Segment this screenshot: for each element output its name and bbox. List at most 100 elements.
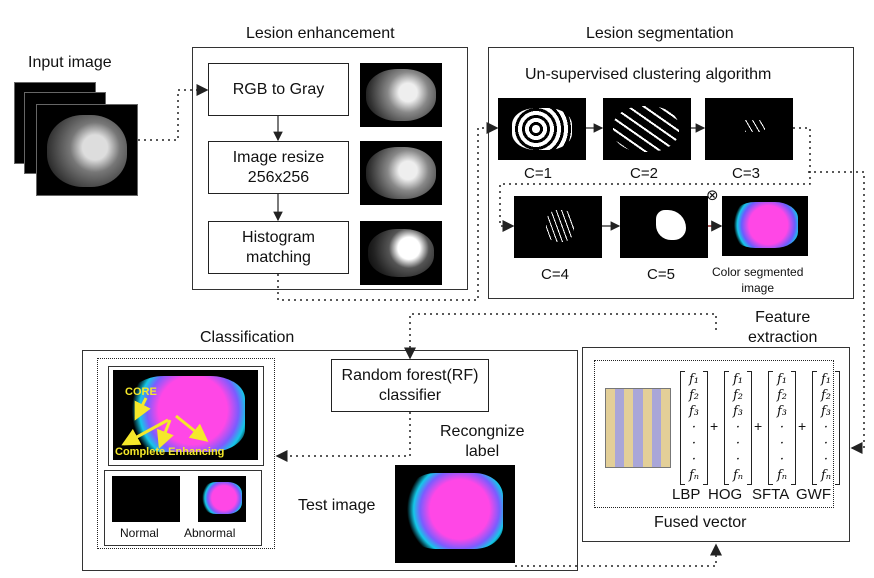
step-histogram-matching: Histogram matching: [208, 221, 349, 274]
vector-entry: ·: [779, 436, 785, 451]
vector-entry: ·: [779, 420, 785, 435]
gray-image: [360, 63, 442, 127]
step-image-resize: Image resize 256x256: [208, 141, 349, 194]
test-image: [395, 465, 515, 563]
bracket-tick: [680, 484, 685, 485]
cluster-image-1: [498, 98, 586, 160]
normal-label: Normal: [120, 526, 159, 540]
core-arrow-left: [134, 397, 151, 421]
cluster-image-2: [603, 98, 691, 160]
bracket-tick: [812, 484, 817, 485]
vector-entry: ·: [735, 452, 741, 467]
feature-title: Feature extraction: [748, 309, 818, 346]
feature-inner-box: [594, 360, 834, 508]
fused-vector-label: Fused vector: [654, 514, 747, 531]
cluster-label-2: C=2: [630, 165, 658, 182]
feature-label-lbp: LBP: [672, 486, 701, 503]
bracket-tick: [768, 371, 773, 372]
bracket-tick: [835, 484, 840, 485]
vector-entry: f₃: [732, 404, 744, 419]
bracket-tick: [703, 371, 708, 372]
arrow-c3-to-c4: [499, 127, 811, 232]
bracket-tick: [768, 484, 773, 485]
arrow-feature-to-classifier: [404, 313, 717, 360]
vector-entry: f₁: [688, 372, 700, 387]
complete-arrow-right: [175, 414, 209, 442]
multiply-operator: ⊗: [706, 187, 719, 204]
bracket-tick: [812, 371, 817, 372]
vector-entry: fₙ: [688, 468, 700, 483]
abnormal-label: Abnormal: [184, 526, 236, 540]
color-segmented-image: [722, 196, 808, 256]
bracket-tick: [680, 371, 685, 372]
vector-entry: f₂: [776, 388, 788, 403]
feature-label-gwf: GWF: [796, 486, 831, 503]
vector-entry: ·: [691, 420, 697, 435]
arrow-input-to-enhancement: [138, 84, 209, 141]
classification-title: Classification: [200, 329, 295, 346]
arrow-segmentation-to-feature: [808, 171, 865, 454]
vector-entry: ·: [735, 420, 741, 435]
vector-entry: ·: [779, 452, 785, 467]
vector-entry: fₙ: [732, 468, 744, 483]
arrow-classifier-to-result: [275, 412, 411, 462]
bracket-tick: [835, 371, 840, 372]
complete-arrow-left: [121, 418, 169, 446]
cluster-image-4: [514, 196, 602, 258]
cluster-label-4: C=4: [541, 266, 569, 283]
cluster-label-3: C=3: [732, 165, 760, 182]
vector-entry: f₂: [732, 388, 744, 403]
vector-entry: f₂: [820, 388, 832, 403]
plus-sign: +: [754, 418, 763, 434]
vector-entry: ·: [735, 436, 741, 451]
step-rgb-to-gray: RGB to Gray: [208, 63, 349, 116]
enhancement-title: Lesion enhancement: [246, 25, 395, 42]
input-image-stack-front: [36, 104, 138, 196]
vector-entry: f₁: [776, 372, 788, 387]
bracket-tick: [724, 371, 729, 372]
plus-sign: +: [798, 418, 807, 434]
test-image-label: Test image: [298, 497, 376, 514]
vector-entry: f₁: [820, 372, 832, 387]
arrow-enhancement-to-segmentation: [277, 122, 499, 301]
cluster-image-5: [620, 196, 708, 258]
input-image-title: Input image: [28, 54, 112, 71]
cluster-label-5: C=5: [647, 266, 675, 283]
cluster-image-3: [705, 98, 793, 160]
bracket-tick: [703, 484, 708, 485]
normal-image: [112, 476, 180, 522]
bracket-tick: [747, 484, 752, 485]
result-sub-frame: [104, 470, 262, 546]
segmentation-subtitle: Un-supervised clustering algorithm: [525, 66, 772, 83]
plus-sign: +: [710, 418, 719, 434]
histogram-matched-image: [360, 221, 442, 285]
bracket-tick: [791, 371, 796, 372]
bracket-tick: [724, 484, 729, 485]
arrow-test-to-fused: [515, 543, 722, 567]
bracket-tick: [747, 371, 752, 372]
abnormal-image: [198, 476, 246, 522]
vector-entry: fₙ: [776, 468, 788, 483]
vector-entry: f₃: [688, 404, 700, 419]
vector-entry: f₁: [732, 372, 744, 387]
vector-entry: ·: [691, 452, 697, 467]
vector-entry: f₃: [820, 404, 832, 419]
segmentation-title: Lesion segmentation: [586, 25, 734, 42]
resized-image: [360, 141, 442, 205]
core-label: CORE: [125, 386, 157, 398]
vector-entry: ·: [823, 420, 829, 435]
vector-entry: ·: [823, 452, 829, 467]
classification-result-box: [97, 358, 275, 549]
complete-enhancing-label: Complete Enhancing: [115, 446, 225, 458]
rf-classifier-box: Random forest(RF) classifier: [331, 359, 489, 412]
vector-entry: f₂: [688, 388, 700, 403]
feature-stripes: [605, 388, 671, 468]
vector-entry: ·: [691, 436, 697, 451]
bracket-tick: [791, 484, 796, 485]
color-segmented-label: Color segmented image: [712, 265, 804, 295]
recognize-label: Recongnize label: [440, 423, 525, 460]
